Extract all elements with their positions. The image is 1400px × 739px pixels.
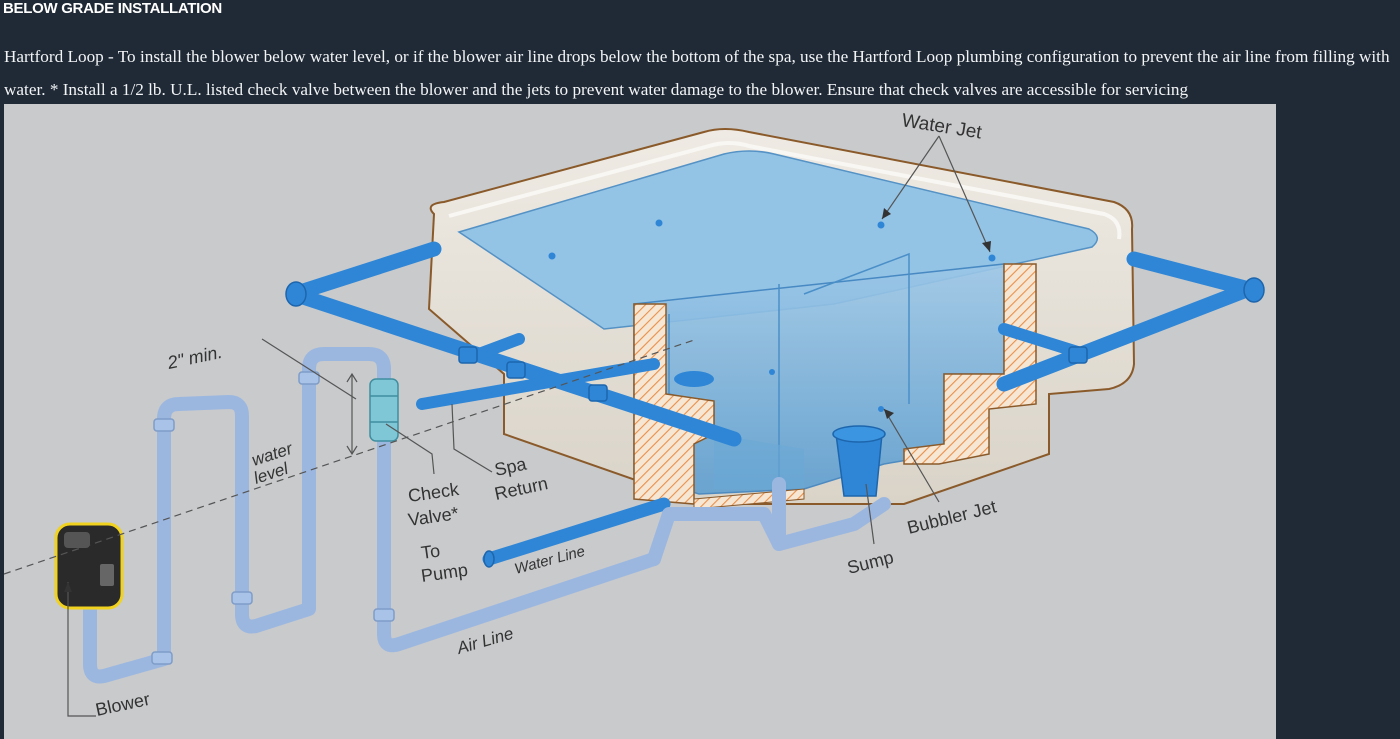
label-spa-return-line1: Spa bbox=[493, 453, 529, 479]
spa-shell bbox=[427, 128, 1136, 510]
air-pipe-fittings bbox=[151, 371, 395, 665]
pipe-fittings bbox=[285, 277, 1265, 568]
description-paragraph: Hartford Loop - To install the blower be… bbox=[4, 47, 1390, 99]
hartford-loop-diagram: Water Jet 2" min. water level Check Valv… bbox=[4, 104, 1276, 739]
label-to-pump-line1: To bbox=[420, 541, 442, 563]
arrowheads bbox=[64, 208, 991, 592]
label-water-jet: Water Jet bbox=[900, 110, 984, 143]
reference-lines bbox=[4, 135, 991, 717]
water-pipes bbox=[286, 241, 1257, 566]
blower bbox=[54, 522, 124, 610]
label-bubbler-jet: Bubbler Jet bbox=[905, 496, 998, 537]
check-valve bbox=[369, 378, 399, 442]
page-title: BELOW GRADE INSTALLATION bbox=[3, 0, 222, 17]
label-check-valve-line1: Check bbox=[407, 479, 461, 506]
label-to-pump-line2: Pump bbox=[420, 560, 469, 586]
label-blower: Blower bbox=[94, 689, 152, 720]
label-min-height: 2" min. bbox=[165, 342, 224, 373]
label-sump: Sump bbox=[845, 547, 895, 578]
label-check-valve-line2: Valve* bbox=[407, 503, 460, 530]
sump bbox=[832, 425, 886, 497]
